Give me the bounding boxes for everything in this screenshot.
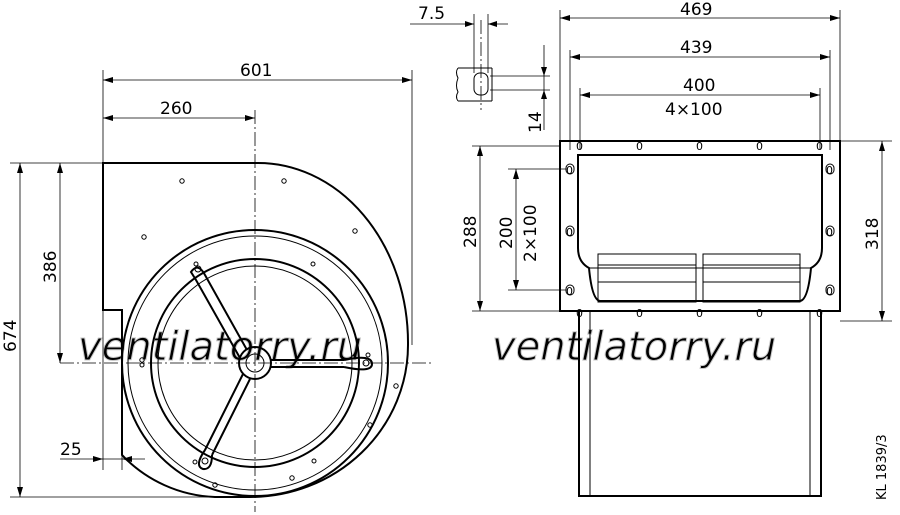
housing-outline [102,161,410,498]
dim-2x100: 2×100 [521,204,541,262]
svg-text:0: 0 [826,226,833,239]
housing-hole [141,234,147,240]
dim-4x100: 4×100 [665,100,723,120]
dim-25: 25 [60,440,82,460]
housing-hole [289,475,295,481]
arm-bolt [194,265,202,273]
svg-text:0: 0 [636,307,643,320]
dim-439: 439 [680,38,712,58]
support-arm-lower [198,373,251,471]
svg-text:0: 0 [566,226,573,239]
front-view [60,110,432,512]
svg-text:0: 0 [566,164,573,177]
svg-text:0: 0 [826,164,833,177]
rotor-block-right [702,253,801,303]
dim-288: 288 [461,216,481,248]
fan-body [578,310,822,497]
outlet-opening [577,154,823,302]
svg-text:0: 0 [756,140,763,153]
front-dimensions: 601 260 674 386 25 [1,61,413,498]
dim-318: 318 [863,218,883,250]
dim-7-5: 7.5 [418,4,445,24]
dim-14: 14 [526,111,546,133]
dim-386: 386 [41,251,61,283]
hole-marks: 0 0 0 0 0 0 0 0 0 0 0 0 0 0 0 0 [566,140,833,320]
outlet-flange [559,140,841,312]
ring-hole [193,261,199,267]
ring-hole [310,261,316,267]
svg-text:0: 0 [816,140,823,153]
dim-601: 601 [240,61,272,81]
svg-text:0: 0 [696,307,703,320]
flange-holes [565,163,835,296]
support-arm-right [271,356,374,371]
watermark-right: ventilatorry.ru [492,324,776,370]
ring-hole [365,352,371,358]
arm-bolt [201,457,209,465]
dim-674: 674 [1,320,21,352]
svg-text:0: 0 [696,140,703,153]
svg-text:0: 0 [566,285,573,298]
svg-text:0: 0 [636,140,643,153]
housing-hole [393,383,399,389]
side-dimensions: 469 439 400 4×100 288 200 2×100 [461,0,892,322]
housing-hole [212,482,218,488]
svg-text:0: 0 [576,140,583,153]
ring-hole [311,458,317,464]
svg-text:0: 0 [826,285,833,298]
slot-detail: 7.5 14 [410,4,550,133]
housing-hole [352,228,358,234]
rotor-block-left [597,253,697,303]
dim-200: 200 [497,217,517,249]
housing-hole [281,178,287,184]
svg-text:0: 0 [756,307,763,320]
support-arm-upper [189,266,248,359]
ring-hole [139,362,145,368]
housing-hole [179,178,185,184]
ring-hole [192,459,198,465]
dim-260: 260 [160,99,192,119]
housing-hole [139,357,145,363]
dim-469: 469 [680,0,712,20]
svg-text:0: 0 [576,307,583,320]
svg-text:0: 0 [816,307,823,320]
dim-400: 400 [683,76,715,96]
drawing-code: KL 1839/3 [875,434,890,500]
break-line [456,67,459,102]
side-view: 0 0 0 0 0 0 0 0 0 0 0 0 0 0 0 0 [559,140,841,497]
